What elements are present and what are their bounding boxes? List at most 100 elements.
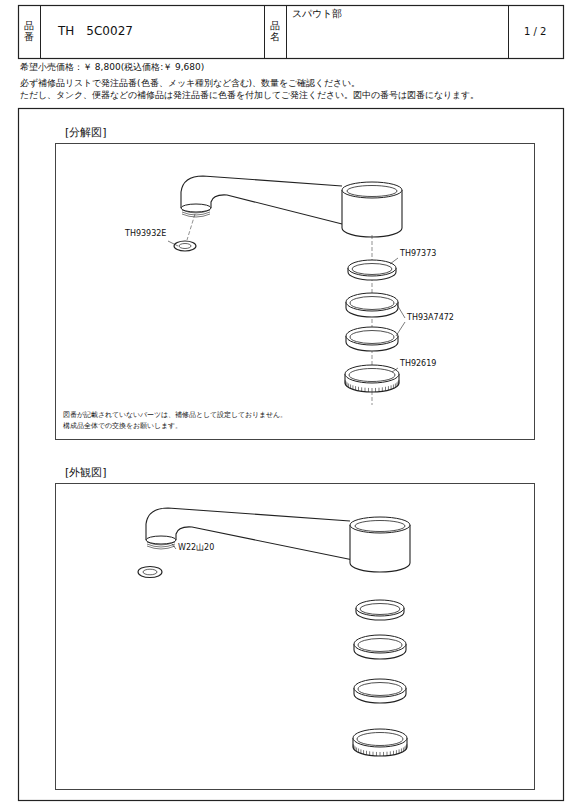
knurl-tick [386,752,387,756]
packing-ring [350,331,394,344]
view-heading: [分解図] [64,125,108,140]
header-key: 品名 [270,20,280,42]
knurl-tick [365,388,366,392]
aerator-washer [179,244,191,249]
leader-line [396,303,405,318]
knurl-tick [345,381,346,385]
nozzle-thread [147,546,175,549]
knurl-tick [373,752,374,756]
knurl-tick [348,384,349,388]
table-rule [286,6,287,59]
frame-note: 構成品全体での交換をお願いします。 [63,422,182,430]
knurl-tick [398,380,399,384]
spout-ring [353,729,407,747]
knurl-tick [396,750,397,754]
knurl-tick [393,751,394,755]
part-number: TH 5C0027 [58,24,133,38]
callout-number: TH92619 [400,359,436,369]
aerator-washer [174,241,196,251]
o-ring [352,264,392,275]
spout-bore [347,186,397,197]
order-note: 必ず補修品リストで発注品番(色番、メッキ種別など含む)、数量をご確認ください。 [20,78,360,89]
packing-ring [358,639,402,652]
spout-ring [345,365,399,383]
page-number: 1 / 2 [524,26,546,38]
center-line [187,214,195,240]
price-note: 希望小売価格：￥ 8,800(税込価格:￥ 9,680) [20,62,204,73]
packing-ring [354,679,406,697]
knurl-tick [352,385,353,389]
packing-ring [358,683,402,696]
table-rule [40,6,41,59]
knurl-tick [366,751,367,755]
knurl-tick [380,752,381,756]
view-heading: [外観図] [64,465,108,480]
knurl-tick [363,750,364,754]
knurl-tick [355,746,356,750]
leader-line [392,368,398,372]
callout-number: TH97373 [400,249,436,259]
nozzle-thread [182,214,210,217]
spout-nozzle [181,204,211,212]
knurl-tick [372,388,373,392]
callout-number: TH93A7472 [407,313,454,323]
callout-number: TH93932E [125,229,166,239]
knurl-tick [399,749,400,753]
knurl-tick [393,384,394,388]
knurl-tick [375,388,376,392]
knurl-tick [378,388,379,392]
knurl-tick [356,748,357,752]
packing-ring [354,635,406,653]
knurl-tick [398,381,399,385]
knurl-tick [403,748,404,752]
nozzle-thread [147,542,175,545]
header-table [19,6,564,59]
knurl-tick [382,387,383,391]
knurl-tick [388,386,389,390]
knurl-tick [376,752,377,756]
knurl-tick [401,748,402,752]
knurl-tick [368,388,369,392]
knurl-tick [360,749,361,753]
knurl-tick [385,387,386,391]
packing-ring [350,297,394,310]
thread-dimension: W22山20 [178,543,214,553]
knurl-tick [404,746,405,750]
packing-ring [346,327,398,345]
packing-ring [346,293,398,311]
knurl-tick [353,744,354,748]
nozzle-thread [182,210,210,213]
header-key: 品番 [24,20,34,42]
aerator-washer [143,569,157,575]
part-name: スパウト部 [292,8,342,20]
o-ring [356,600,404,616]
knurl-tick [355,386,356,390]
knurl-tick [353,745,354,749]
leader-line [172,544,176,549]
knurl-tick [369,751,370,755]
spout2-bore [355,521,405,532]
order-note: ただし、タンク、便器などの補修品は発注品番に色番を付加してご発注ください。図中の… [20,90,479,101]
nozzle-thread [182,212,210,215]
frame-note: 図番が記載されていないパーツは、補修品として設定しておりません。 [63,411,287,419]
knurl-tick [350,384,351,388]
leader-line [390,258,398,264]
spout2-arm [146,508,378,569]
aerator-washer [138,567,162,578]
spout2-nozzle [146,536,176,544]
leader-line [396,322,405,336]
knurl-tick [345,380,346,384]
knurl-tick [396,382,397,386]
spout2-rim [350,517,410,533]
table-rule [508,6,509,59]
knurl-tick [390,751,391,755]
page-border [19,109,564,801]
table-rule [264,6,265,59]
spout-ring [349,369,395,382]
spout-ring [357,733,403,746]
knurl-tick [358,748,359,752]
leader-line [168,241,178,246]
knurl-tick [406,744,407,748]
o-ring [348,260,396,276]
